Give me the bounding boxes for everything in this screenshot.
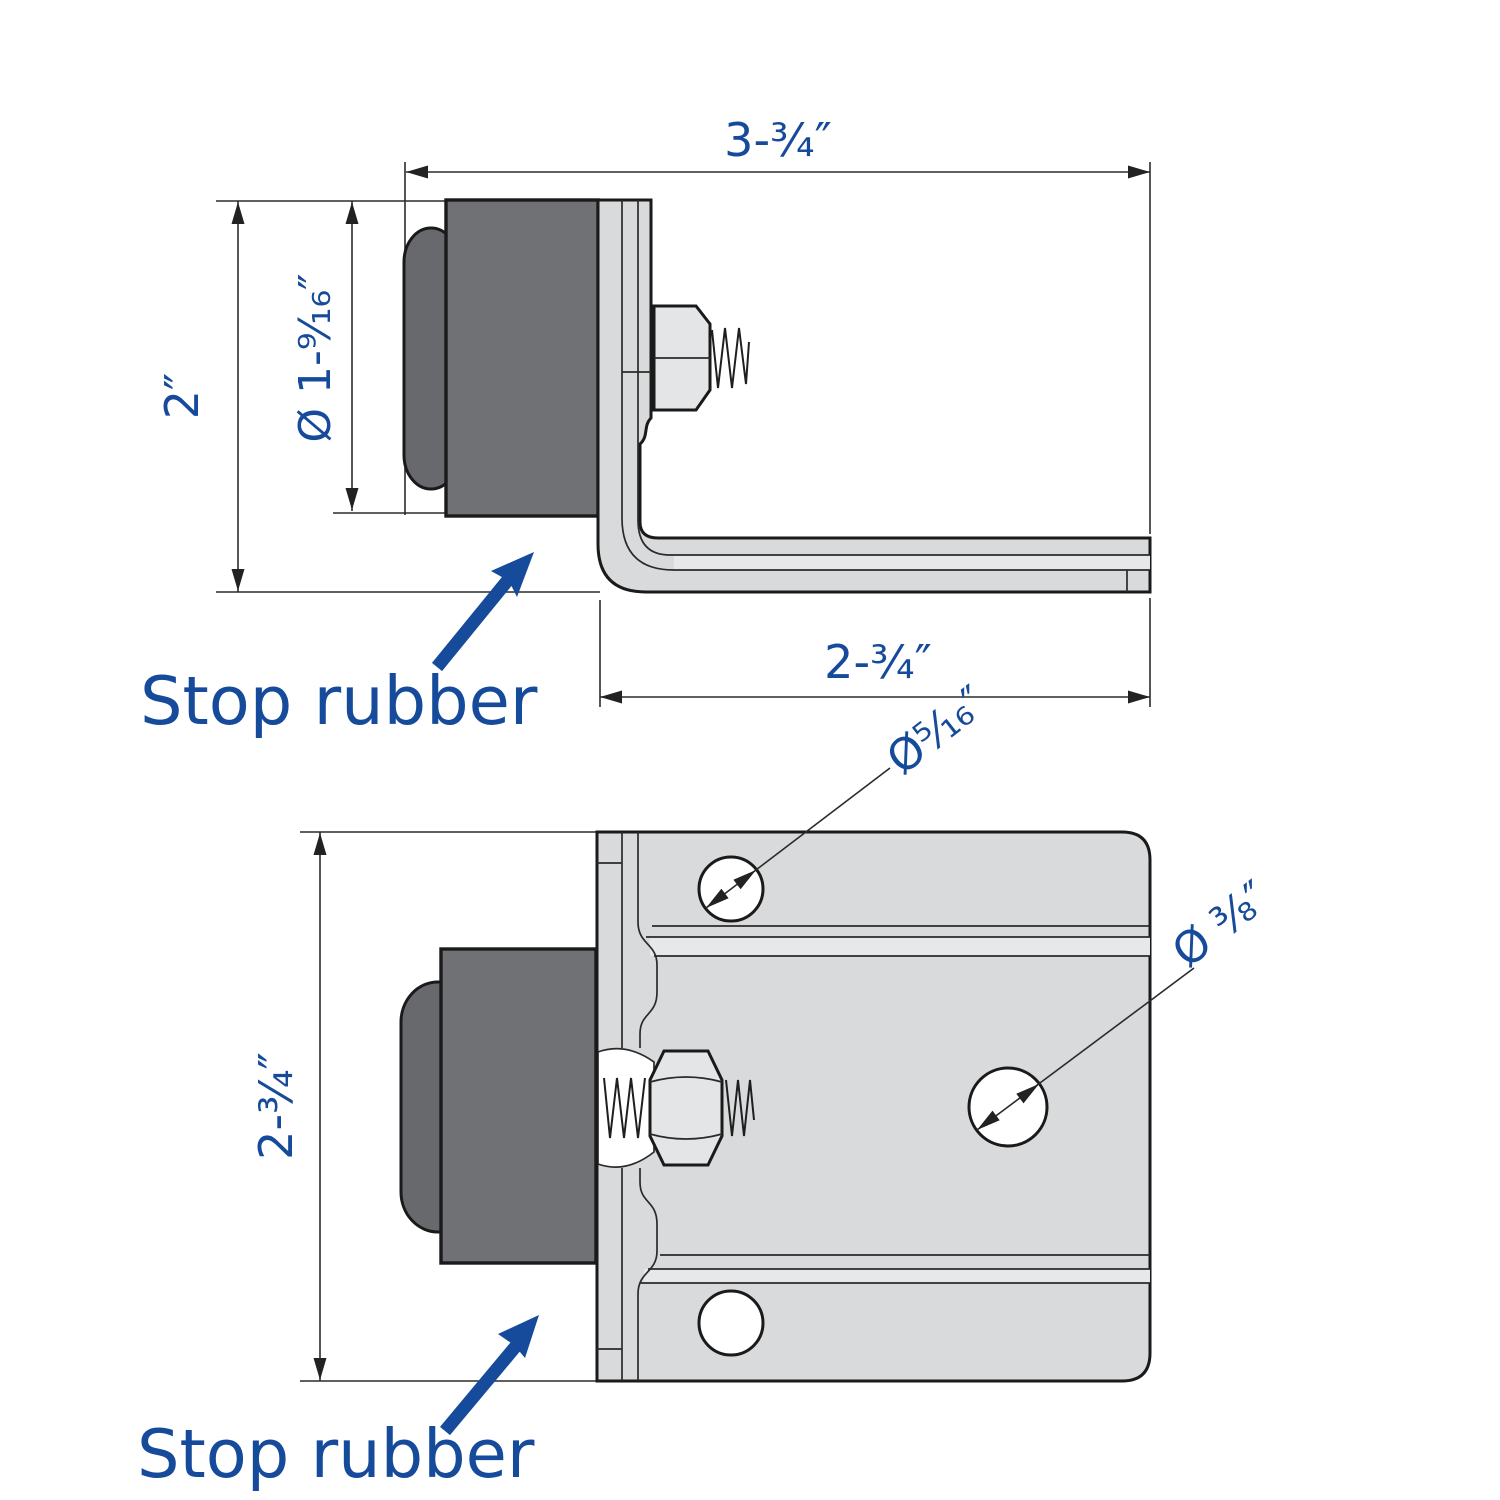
arrowhead — [345, 488, 359, 510]
l-bracket — [596, 198, 1152, 594]
plate-highlight-band — [644, 1269, 1150, 1283]
dim-text-small-hole: Ø⁵⁄₁₆″ — [878, 676, 997, 785]
stop-rubber-arrow-shaft — [440, 1341, 521, 1436]
dim-plate-height — [300, 831, 597, 1382]
dim-text-plate-height: 2-¾″ — [249, 1052, 303, 1160]
rubber-body — [444, 198, 600, 518]
stop-rubber-label-top: Stop rubber — [140, 662, 538, 740]
mounting-plate — [595, 830, 1152, 1383]
nut-facet-line — [649, 1076, 723, 1083]
dim-text-overall-height: 2″ — [155, 373, 209, 419]
arrowhead — [406, 165, 428, 179]
dim-rubber-diameter — [333, 201, 470, 514]
arrowhead — [313, 833, 327, 855]
bracket-highlight-band — [674, 555, 1150, 570]
bolt-threads-left — [603, 1077, 646, 1139]
leader-line — [976, 967, 1195, 1131]
plate-highlight-band — [650, 937, 1150, 956]
bracket-fold-line — [637, 200, 1150, 556]
arrowhead — [1128, 165, 1150, 179]
arrowhead — [600, 690, 622, 704]
arrowhead — [313, 1358, 327, 1380]
side-view: Stop rubber 3-¾″ 2″ Ø 1-⁹⁄₁₆″ 2-¾″ — [140, 113, 1152, 740]
arrowhead — [1128, 690, 1150, 704]
hex-nut-front — [648, 1049, 724, 1167]
bolt-threads-right — [725, 1079, 755, 1137]
arrowhead — [706, 888, 729, 908]
thread-window — [597, 1047, 655, 1168]
fold-contour-upper — [637, 832, 658, 1048]
stop-rubber-arrow-shaft — [431, 570, 518, 672]
arrowhead — [733, 870, 756, 890]
stop-rubber-arrowhead — [498, 1315, 539, 1358]
dim-overall-height — [216, 200, 600, 593]
arrowhead — [231, 202, 245, 224]
dim-text-rubber-diameter: Ø 1-⁹⁄₁₆″ — [290, 273, 341, 442]
stop-rubber-label-bottom: Stop rubber — [137, 1415, 535, 1493]
leader-line — [705, 767, 891, 909]
bracket-fold-line — [621, 200, 1150, 571]
arrowhead — [1016, 1084, 1039, 1104]
front-view: Ø⁵⁄₁₆″ Ø ³⁄₈″ 2-¾″ Stop rubber — [137, 676, 1279, 1493]
dim-text-overall-width: 3-¾″ — [724, 113, 832, 167]
arrowhead — [345, 202, 359, 224]
bolt-threads — [711, 327, 750, 389]
dim-flange-depth — [599, 598, 1151, 707]
fold-contour-lower — [637, 1168, 658, 1381]
arrowhead — [977, 1110, 1000, 1130]
small-hole-bottom — [697, 1289, 765, 1357]
dim-text-flange-depth: 2-¾″ — [824, 635, 932, 689]
rubber-body — [439, 947, 598, 1265]
arrowhead — [231, 569, 245, 591]
nut-facet-line — [649, 1133, 723, 1140]
stop-rubber-arrowhead — [491, 552, 534, 597]
dim-text-large-hole: Ø ³⁄₈″ — [1163, 871, 1279, 977]
